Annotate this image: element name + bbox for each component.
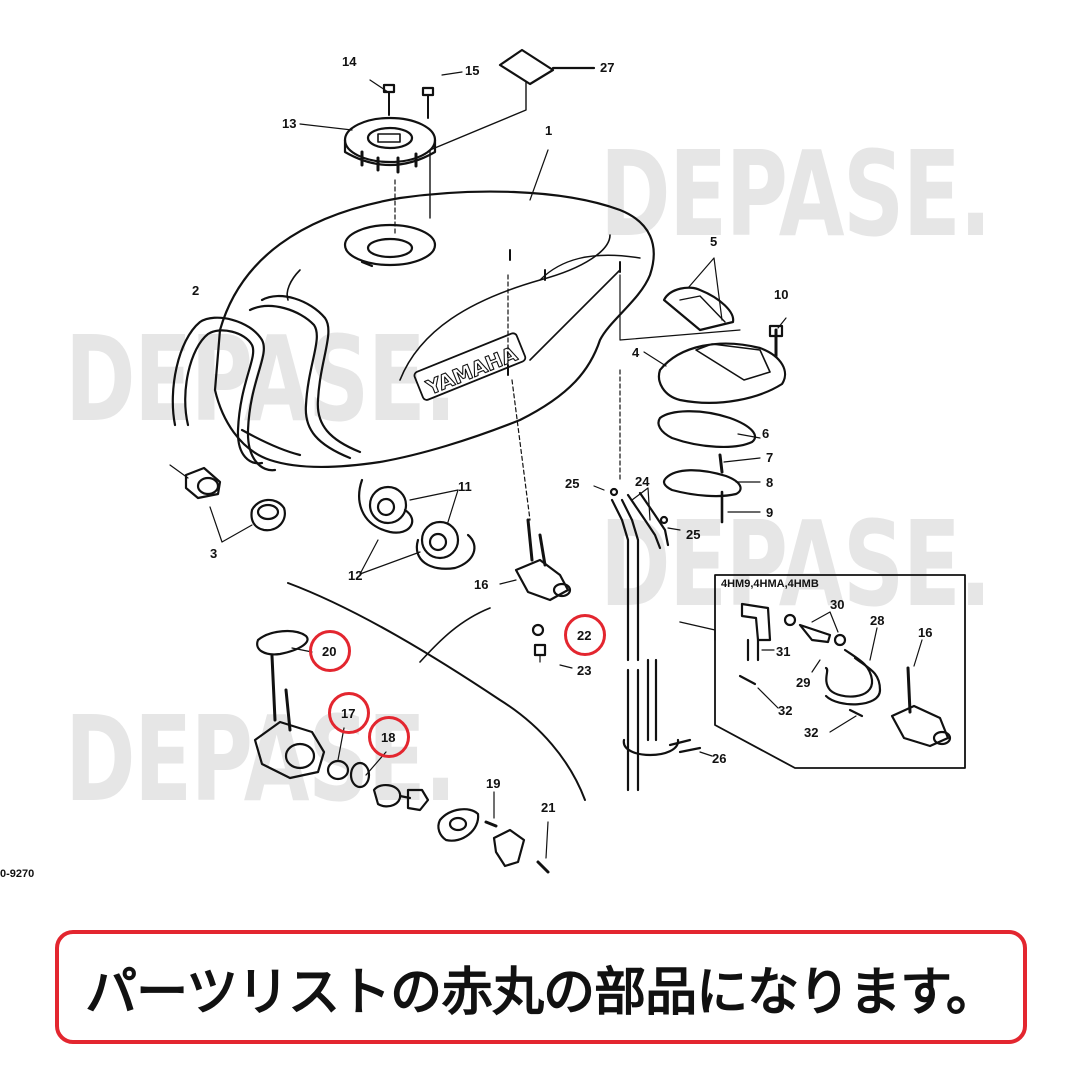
fuel-cock-lever-parts (372, 784, 550, 874)
label-part-27: 27 (600, 60, 615, 75)
label-part-26: 26 (712, 751, 727, 766)
fuel-hose-24 (610, 491, 702, 792)
fuel-cap-assembly (343, 83, 437, 174)
label-part-7: 7 (766, 450, 774, 465)
label-part-18: 18 (381, 730, 396, 745)
variant-inset-box (679, 574, 966, 769)
label-part-23: 23 (577, 663, 592, 678)
label-part-5: 5 (710, 234, 718, 249)
label-part-10: 10 (774, 287, 789, 302)
highlight-ring-17 (328, 692, 370, 734)
label-part-3: 3 (210, 546, 218, 561)
part-11-12-cushions (358, 478, 476, 570)
label-part-6: 6 (762, 426, 770, 441)
watermark-top-right: DEPASE. (600, 125, 992, 263)
label-part-17: 17 (341, 706, 356, 721)
label-part-29: 29 (796, 675, 811, 690)
label-part-32a: 32 (778, 703, 793, 718)
label-part-21: 21 (541, 800, 556, 815)
label-part-2: 2 (192, 283, 200, 298)
highlight-ring-20 (309, 630, 351, 672)
diagram-part-code: 0-9270 (0, 868, 35, 880)
caption-text: パーツリストの赤丸の部品になります。 (85, 962, 998, 1023)
label-part-16b: 16 (918, 625, 933, 640)
label-part-30: 30 (830, 597, 845, 612)
inset-title: 4HM9,4HMA,4HMB (721, 578, 819, 590)
highlight-ring-22 (564, 614, 606, 656)
label-part-13: 13 (282, 116, 297, 131)
tank-grab-rail (171, 295, 362, 472)
label-part-11: 11 (458, 479, 472, 494)
label-part-12: 12 (348, 568, 363, 583)
label-part-4: 4 (632, 345, 640, 360)
yamaha-emblem (413, 332, 527, 401)
fuel-cock-lower (253, 630, 371, 789)
caption-box: パーツリストの赤丸の部品になります。 (55, 930, 1027, 1044)
label-part-25b: 25 (686, 527, 701, 542)
part-3-grommets (184, 466, 286, 532)
label-part-8: 8 (766, 475, 774, 490)
label-part-19: 19 (486, 776, 501, 791)
fuel-cock-upper (499, 518, 572, 602)
label-part-32b: 32 (804, 725, 819, 740)
label-part-22: 22 (577, 628, 592, 643)
label-part-25a: 25 (565, 476, 580, 491)
label-part-28: 28 (870, 613, 885, 628)
label-part-9: 9 (766, 505, 774, 520)
right-parts-stack (657, 286, 787, 524)
watermark-mid-left: DEPASE. (65, 310, 457, 448)
label-part-24: 24 (635, 474, 650, 489)
label-part-20: 20 (322, 644, 337, 659)
fuel-tank-body (213, 149, 655, 469)
label-part-15: 15 (465, 63, 480, 78)
part-27-tag (498, 48, 555, 86)
label-part-14: 14 (342, 54, 357, 69)
label-part-1: 1 (545, 123, 553, 138)
highlight-ring-18 (368, 716, 410, 758)
label-part-16: 16 (474, 577, 489, 592)
label-part-31: 31 (776, 644, 791, 659)
